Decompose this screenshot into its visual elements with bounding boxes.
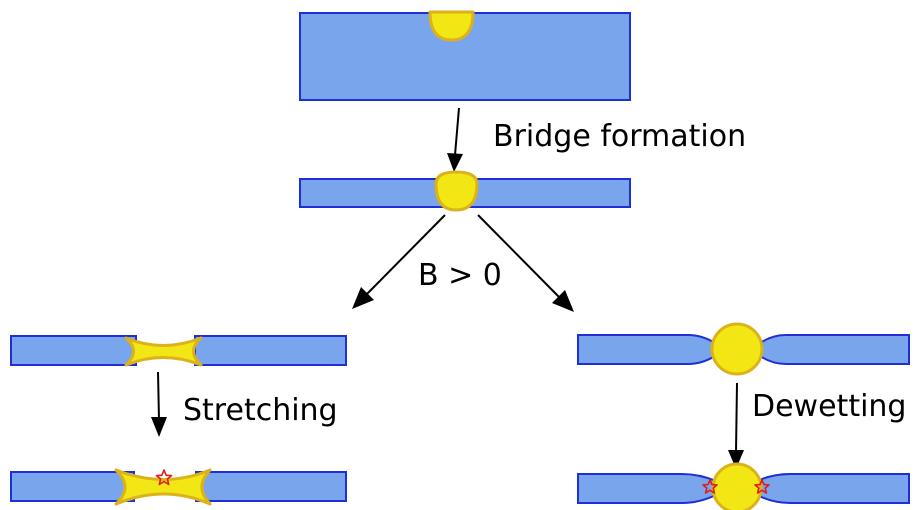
- stage-stretching-after: [10, 468, 347, 506]
- stage-dewetting-after: [577, 462, 910, 510]
- arrow-dewetting: [728, 382, 744, 469]
- dewetted-droplet-final: [711, 462, 763, 510]
- rupture-point-star-left: [702, 479, 718, 494]
- label-dewetting: Dewetting: [752, 389, 906, 424]
- film-right-segment: [194, 335, 347, 366]
- dewetted-droplet: [710, 322, 764, 376]
- film-right-dewetted: [756, 473, 910, 504]
- label-stretching: Stretching: [183, 393, 338, 428]
- arrow-to-stretching: [352, 214, 446, 309]
- film-right-segment-stretched: [195, 471, 347, 502]
- film-left-dewetted: [577, 473, 717, 504]
- stage-dewetting-before: [577, 322, 910, 376]
- label-condition: B > 0: [418, 258, 502, 293]
- stage-stretching-before: [10, 335, 347, 367]
- rupture-point-star-right: [754, 479, 770, 494]
- rupture-point-star: [155, 469, 173, 486]
- arrow-to-dewetting: [477, 214, 574, 312]
- arrow-stretching: [151, 371, 167, 437]
- label-bridge-formation: Bridge formation: [493, 119, 746, 154]
- surface-droplet: [428, 10, 475, 42]
- stage-bridge: [299, 170, 631, 212]
- stage-initial: [299, 10, 631, 101]
- bridging-droplet: [434, 170, 479, 212]
- film-left-segment-stretched: [10, 471, 135, 502]
- film-left-necked: [577, 334, 716, 365]
- stretched-bridge: [114, 468, 212, 506]
- arrow-to-bridge: [447, 107, 463, 172]
- film-right-necked: [759, 334, 910, 365]
- film-left-segment: [10, 335, 137, 366]
- hourglass-bridge: [124, 336, 203, 367]
